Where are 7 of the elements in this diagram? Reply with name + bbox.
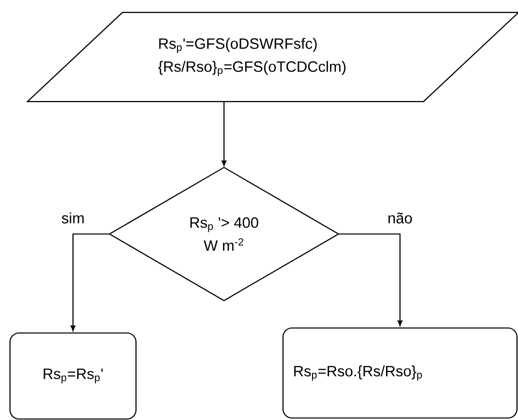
arrow xyxy=(70,233,110,331)
process-box: Rs$_{p}$=Rs$_{p}$' xyxy=(9,332,137,420)
process-box: Rs$_{p}$=Rso.{Rs/Rso}$_{p}$ xyxy=(282,327,518,419)
arrow xyxy=(221,102,227,166)
edge-label: sim xyxy=(60,211,86,224)
edge-label: não xyxy=(386,212,414,224)
arrow xyxy=(338,233,403,326)
